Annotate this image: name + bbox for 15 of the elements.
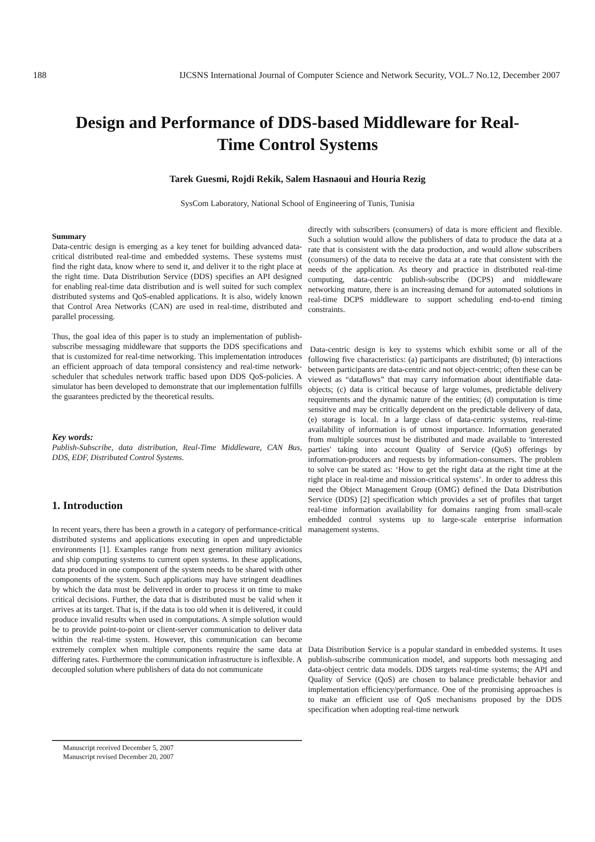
author-names: Tarek Guesmi, Rojdi Rekik, Salem Hasnaoui and Houria Rezig: [168, 174, 426, 186]
running-header: IJCSNS International Journal of Computer Science and Network Security, VOL.7 No.12, December 2007: [178, 70, 560, 81]
paragraph: directly with subscribers (consumers) of data is more efficient and flexible. Such a solution would allow the publishers of data to produce the data at a rate that is consistent with the data production, and would allow subscribers (consumers) of the data to receive the data at a rate that consistent with the needs of the application. As theory and practice in distributed real-time computing, data-centric publish-subscribe (DCPS) and middleware networking mature, there is an increasing demand for automated solutions in real-time DCPS middleware to support scheduling end-to-end timing constraints.: [308, 225, 562, 315]
paragraph: Data-centric design is key to systems which exhibit some or all of the following five characteristics: (a) participants are distributed; (b) interactions between participants are data-centric and not object-centric; often these can be viewed as “dataflows” that may carry information about identifiable data-objects; (c) data is critical because of large volumes, predictable delivery requirements and the dynamic nature of the entities; (d) computation is time sensitive and may be critically dependent on the predictable delivery of data, (e) storage is local. In a large class of data-centric systems, real-time availability of information is of utmost importance. Information generated from multiple sources must be distributed and made available to 'interested parties' taking into account Quality of Service (QoS) offerings by information-producers and requests by information-consumers. The problem to solve can be stated as: ‘How to get the right data at the right time at the right place in real-time and mission-critical systems’. In order to address this need the Object Management Group (OMG) defined the Data Distribution Service (DDS) [2] specification which provides a set of profiles that target real-time information availability for domains ranging from small-scale embedded control systems up to large-scale enterprise information management systems.: [308, 345, 562, 535]
keywords-text: Publish-Subscribe, data distribution, Real-Time Middleware, CAN Bus, DDS, EDF, Distributed Control Systems.: [52, 443, 302, 463]
keywords-heading: Key words:: [52, 432, 94, 442]
title: Design and Performance of DDS-based Middleware for Real-Time Control Systems: [74, 112, 520, 156]
paragraph: Thus, the goal idea of this paper is to study an implementation of publish-subscribe messaging middleware that supports the DDS specifications and that is customized for real-time networking. This implementation introduces an efficient approach of data temporal consistency and real-time network-scheduler that schedules network traffic based upon DDS QoS-policies. A simulator has been developed to demonstrate that our implementation fulfills the guarantees predicted by the theoretical results.: [52, 332, 302, 402]
affiliation: SysCom Laboratory, National School of Engineering of Tunis, Tunisia: [179, 198, 416, 209]
paragraph: In recent years, there has been a growth in a category of performance-critical distributed systems and applications executing in open and unpredictable environments [1]. Examples range from next generation military avionics and ship computing systems to current open systems. In these applications, data produced in one component of the system needs to be shared with other components of the system. Such applications may have stringent deadlines by which the data must be delivered in order to process it on time to make critical decisions. Further, the data that is distributed must be valid when it arrives at its target. That is, if the data is too old when it is delivered, it could produce invalid results when used in computations. A simple solution would be to provide point-to-point or client-server communication to deliver data within the real-time system. However, this communication can become extremely complex when multiple components require the same data at differing rates. Furthermore the communication infrastructure is inflexible. A decoupled solution where publishers of data do not communicate: [52, 525, 302, 675]
page-number: 188: [33, 70, 46, 81]
section-heading: Summary: [52, 232, 86, 242]
section-heading: 1. Introduction: [52, 500, 123, 513]
paragraph: Data-centric design is emerging as a key tenet for building advanced data-critical distributed real-time and embedded systems. These systems must find the right data, know where to send it, and deliver it to the right place at the right time. Data Distribution Service (DDS) specifies an API designed for enabling real-time data distribution and is well suited for such complex distributed systems and QoS-enabled applications. It is also, widely known that Control Area Networks (CAN) are used in real-time, distributed and parallel processing.: [52, 242, 302, 322]
paragraph: Data Distribution Service is a popular standard in embedded systems. It uses publish-subscribe communication model, and supports both messaging and data-object centric data models. DDS targets real-time systems; the API and Quality of Service (QoS) are chosen to balance predictable behavior and implementation efficiency/performance. One of the promising approaches is to make an efficient use of QoS mechanisms proposed by the DDS specification when adopting real-time network: [308, 645, 562, 715]
